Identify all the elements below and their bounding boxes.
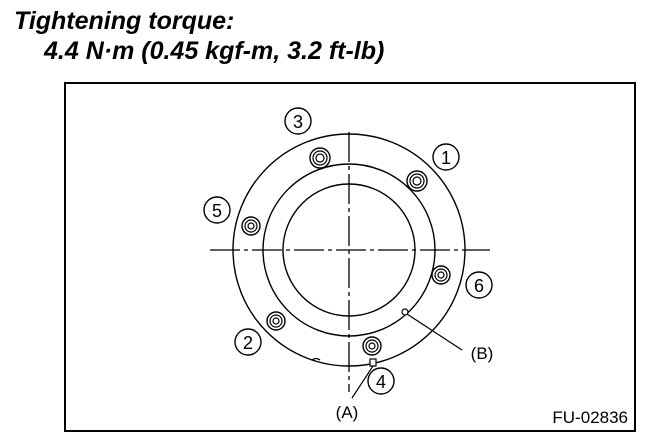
bolt-position-4 (362, 336, 382, 356)
svg-text:4: 4 (376, 372, 386, 392)
bolt-position-1 (406, 170, 428, 192)
svg-text:3: 3 (293, 112, 303, 132)
torque-heading: Tightening torque: 4.4 N·m (0.45 kgf-m, … (14, 6, 384, 66)
leader-line-b (406, 313, 463, 351)
figure-code: FU-02836 (552, 408, 628, 427)
sequence-callout-6: 6 (465, 271, 493, 299)
flange-middle-ring (262, 163, 436, 337)
label-a: (A) (336, 403, 359, 422)
sequence-callout-1: 1 (432, 143, 460, 171)
svg-text:2: 2 (243, 333, 253, 353)
alignment-mark-a (369, 358, 377, 367)
bolt-position-6 (431, 265, 451, 285)
sequence-callout-4: 4 (367, 367, 395, 395)
bolt-position-3 (309, 147, 331, 169)
svg-text:5: 5 (212, 201, 222, 221)
flange-outer-ring (232, 133, 466, 367)
label-b: (B) (471, 344, 494, 363)
svg-text:6: 6 (474, 276, 484, 296)
bolt-position-5 (241, 216, 261, 236)
sequence-callout-3: 3 (284, 107, 312, 135)
bolt-position-2 (266, 311, 286, 331)
svg-text:1: 1 (441, 148, 451, 168)
sequence-callout-2: 2 (234, 328, 262, 356)
outer-ring-notch (311, 357, 321, 361)
diagram-frame (64, 82, 636, 432)
torque-value: 4.4 N·m (0.45 kgf-m, 3.2 ft-lb) (44, 37, 385, 65)
sequence-callout-5: 5 (203, 196, 231, 224)
torque-title: Tightening torque: (14, 7, 235, 35)
alignment-mark-b (401, 308, 409, 316)
flange-inner-ring (282, 183, 416, 317)
leader-line-a (351, 365, 374, 399)
